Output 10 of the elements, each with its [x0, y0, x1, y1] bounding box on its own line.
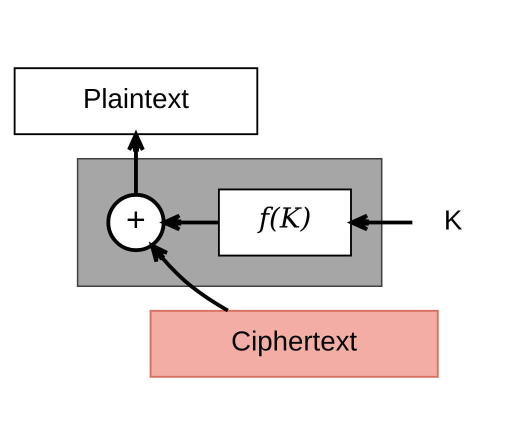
node-box: Ciphertext — [150, 310, 439, 378]
cluster — [76, 158, 382, 287]
arrow — [127, 132, 145, 195]
node-text: K — [444, 204, 462, 236]
arrow — [150, 243, 229, 312]
arrow — [162, 214, 219, 232]
node-box: f(K) — [218, 188, 352, 256]
node-box: Plaintext — [14, 67, 258, 136]
node-circle: + — [106, 192, 166, 252]
arrow — [350, 214, 412, 232]
